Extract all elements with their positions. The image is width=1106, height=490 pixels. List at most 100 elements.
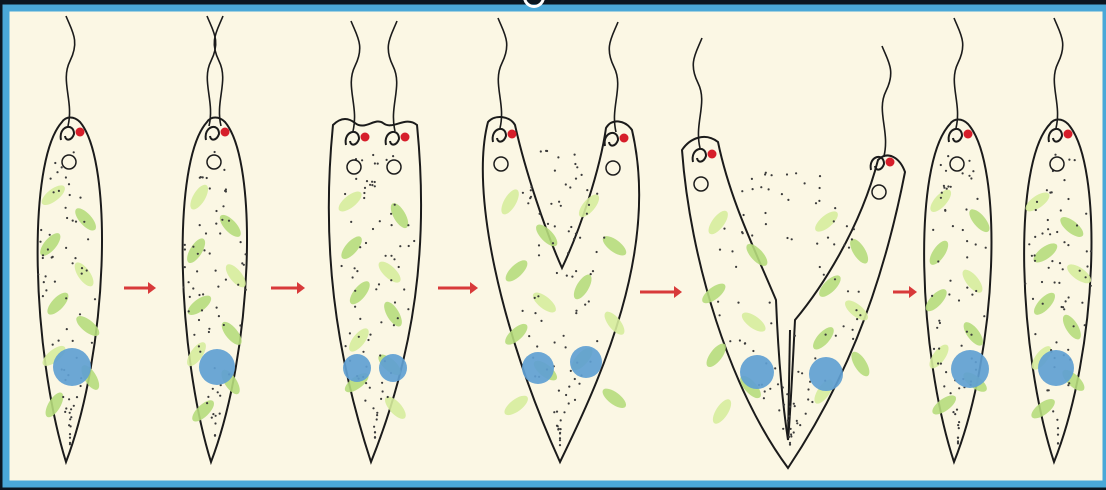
cytoplasm-dot <box>87 238 89 240</box>
cytoplasm-dot <box>361 159 363 161</box>
cytoplasm-dot <box>344 193 346 195</box>
cytoplasm-dot <box>957 424 959 426</box>
cytoplasm-dot <box>931 295 933 297</box>
cytoplasm-dot <box>818 200 820 202</box>
cytoplasm-dot <box>940 197 942 199</box>
cytoplasm-dot <box>819 175 821 177</box>
cytoplasm-dot <box>407 308 409 310</box>
cytoplasm-dot <box>596 340 598 342</box>
cytoplasm-dot <box>61 166 63 168</box>
cytoplasm-dot <box>560 205 562 207</box>
cytoplasm-dot <box>947 155 949 157</box>
cytoplasm-dot <box>359 318 361 320</box>
cytoplasm-dot <box>789 442 791 444</box>
cytoplasm-dot <box>770 322 772 324</box>
cytoplasm-dot <box>574 163 576 165</box>
cytoplasm-dot <box>932 229 934 231</box>
cytoplasm-dot <box>797 371 799 373</box>
cytoplasm-dot <box>1032 298 1034 300</box>
cytoplasm-dot <box>1057 442 1059 444</box>
cytoplasm-dot <box>1054 281 1056 283</box>
cytoplasm-dot <box>39 241 41 243</box>
contractile-vacuole <box>494 157 508 171</box>
cytoplasm-dot <box>380 321 382 323</box>
cytoplasm-dot <box>968 175 970 177</box>
cytoplasm-dot <box>1065 300 1067 302</box>
cytoplasm-dot <box>847 290 849 292</box>
cytoplasm-dot <box>1046 189 1048 191</box>
cytoplasm-dot <box>737 302 739 304</box>
cytoplasm-dot <box>1054 154 1056 156</box>
cytoplasm-dot <box>540 150 542 152</box>
cytoplasm-dot <box>219 395 221 397</box>
cytoplasm-dot <box>345 345 347 347</box>
cytoplasm-dot <box>183 286 185 288</box>
cytoplasm-dot <box>81 267 83 269</box>
cytoplasm-dot <box>52 256 54 258</box>
cytoplasm-dot <box>1067 198 1069 200</box>
cytoplasm-dot <box>211 417 213 419</box>
cytoplasm-dot <box>771 174 773 176</box>
cytoplasm-dot <box>735 266 737 268</box>
cytoplasm-dot <box>788 436 790 438</box>
contractile-vacuole <box>347 160 361 174</box>
cytoplasm-dot <box>793 431 795 433</box>
cytoplasm-dot <box>376 418 378 420</box>
cytoplasm-dot <box>557 428 559 430</box>
cytoplasm-dot <box>966 331 968 333</box>
cytoplasm-dot <box>1074 159 1076 161</box>
cytoplasm-dot <box>557 425 559 427</box>
cytoplasm-dot <box>950 186 952 188</box>
cytoplasm-dot <box>202 176 204 178</box>
cytoplasm-dot <box>769 302 771 304</box>
cytoplasm-dot <box>205 232 207 234</box>
cytoplasm-dot <box>958 421 960 423</box>
nucleus <box>343 354 371 382</box>
cytoplasm-dot <box>363 197 365 199</box>
cytoplasm-dot <box>573 238 575 240</box>
cytoplasm-dot <box>216 307 218 309</box>
cytoplasm-dot <box>945 170 947 172</box>
cytoplasm-dot <box>56 171 58 173</box>
cytoplasm-dot <box>603 237 605 239</box>
cytoplasm-dot <box>390 213 392 215</box>
nucleus <box>951 350 989 388</box>
cytoplasm-dot <box>228 220 230 222</box>
contractile-vacuole <box>950 157 964 171</box>
cytoplasm-dot <box>1085 213 1087 215</box>
cytoplasm-dot <box>369 334 371 336</box>
cytoplasm-dot <box>790 433 792 435</box>
cytoplasm-dot <box>45 289 47 291</box>
contractile-vacuole <box>606 161 620 175</box>
cytoplasm-dot <box>596 251 598 253</box>
cytoplasm-dot <box>565 394 567 396</box>
contractile-vacuole <box>1050 157 1064 171</box>
cytoplasm-dot <box>588 300 590 302</box>
cytoplasm-dot <box>560 419 562 421</box>
cytoplasm-dot <box>956 409 958 411</box>
cytoplasm-dot <box>240 241 242 243</box>
cytoplasm-dot <box>799 424 801 426</box>
cytoplasm-dot <box>764 390 766 392</box>
cytoplasm-dot <box>774 367 776 369</box>
cytoplasm-dot <box>390 255 392 257</box>
cytoplasm-dot <box>214 422 216 424</box>
cytoplasm-dot <box>1079 270 1081 272</box>
cytoplasm-dot <box>575 233 577 235</box>
cytoplasm-dot <box>203 249 205 251</box>
cytoplasm-dot <box>1048 267 1050 269</box>
cytoplasm-dot <box>42 257 44 259</box>
cytoplasm-dot <box>584 304 586 306</box>
red-dot-icon <box>708 150 717 159</box>
cytoplasm-dot <box>42 295 44 297</box>
cytoplasm-dot <box>223 169 225 171</box>
cytoplasm-dot <box>1052 410 1054 412</box>
red-dot-icon <box>620 134 629 143</box>
cytoplasm-dot <box>192 287 194 289</box>
cytoplasm-dot <box>933 348 935 350</box>
cytoplasm-dot <box>592 270 594 272</box>
cytoplasm-dot <box>202 293 204 295</box>
cytoplasm-dot <box>853 228 855 230</box>
cytoplasm-dot <box>789 406 791 408</box>
